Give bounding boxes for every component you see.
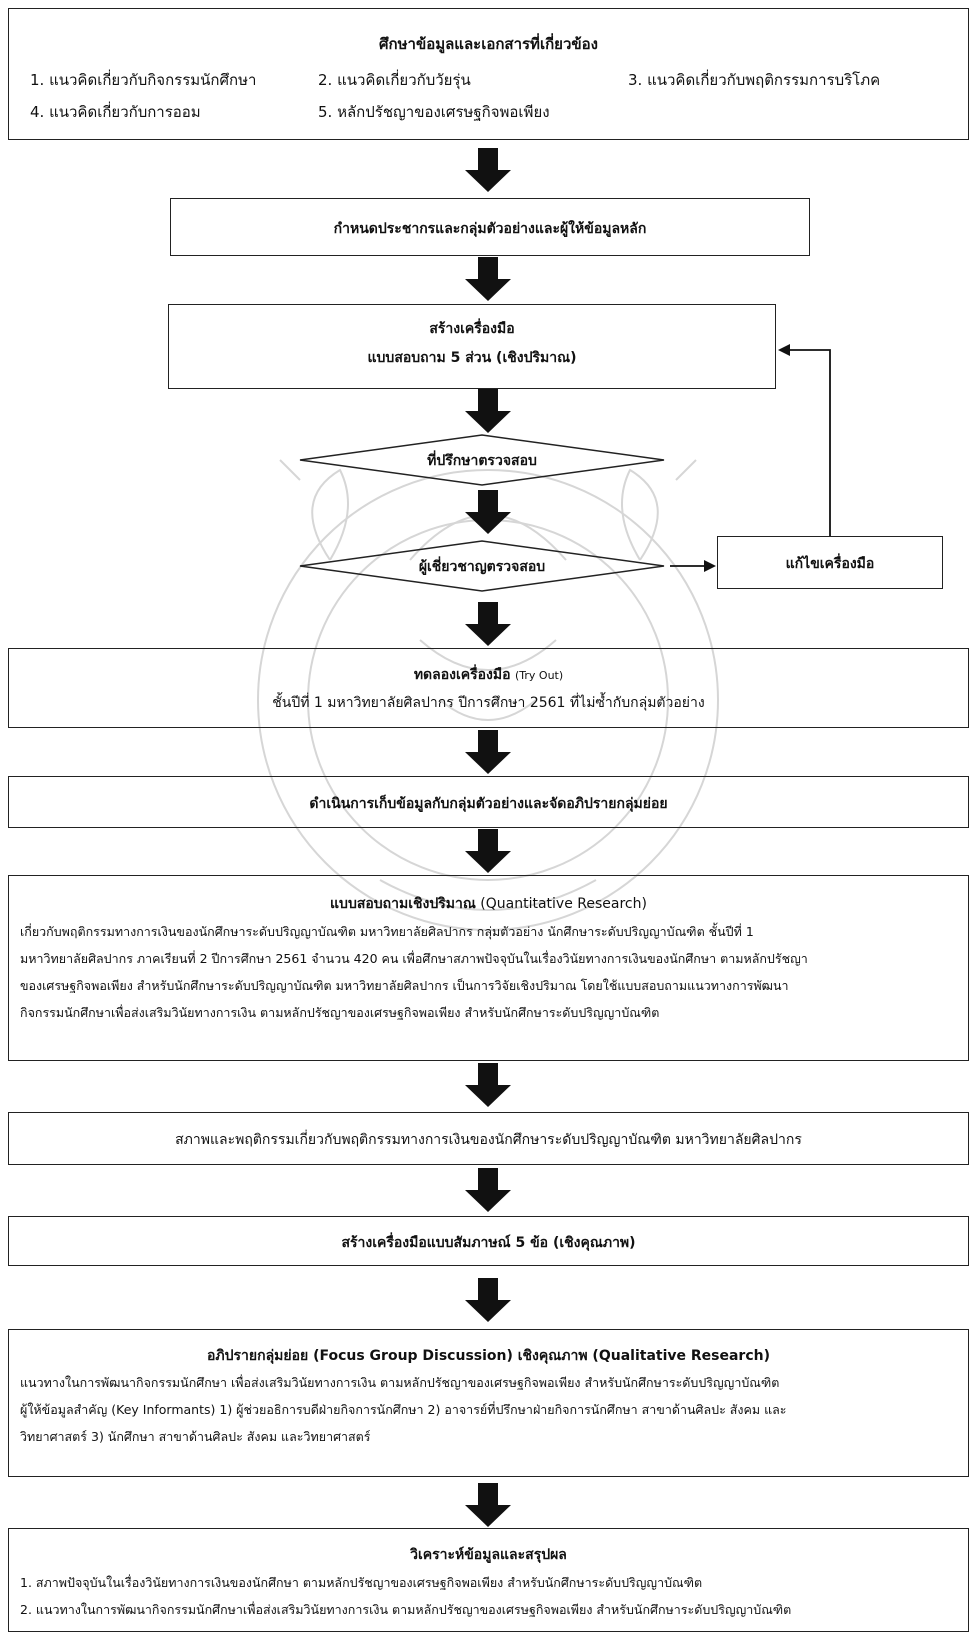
- revise-instrument-label: แก้ไขเครื่องมือ: [785, 556, 875, 572]
- arrow-down-10: [465, 1278, 511, 1322]
- interview-instrument-title: สร้างเครื่องมือแบบสัมภาษณ์ 5 ข้อ (เชิงคุ…: [341, 1235, 636, 1251]
- data-collection-box: [8, 776, 969, 828]
- try-out-box: [8, 648, 969, 728]
- arrow-down-3: [465, 389, 511, 433]
- literature-review-title: ศึกษาข้อมูลและเอกสารที่เกี่ยวข้อง: [379, 35, 598, 53]
- quantitative-line-3: ของเศรษฐกิจพอเพียง สำหรับนักศึกษาระดับปร…: [20, 978, 789, 993]
- arrow-down-8: [465, 1063, 511, 1107]
- concept-item-2: 2. แนวคิดเกี่ยวกับวัยรุ่น: [318, 71, 471, 89]
- population-sample-box: [170, 198, 810, 256]
- quantitative-line-1: เกี่ยวกับพฤติกรรมทางการเงินของนักศึกษาระ…: [20, 924, 754, 939]
- arrow-down-4: [465, 490, 511, 534]
- concept-item-1: 1. แนวคิดเกี่ยวกับกิจกรรมนักศึกษา: [30, 71, 257, 89]
- quantitative-line-4: กิจกรรมนักศึกษาเพื่อส่งเสริมวินัยทางการเ…: [20, 1005, 660, 1020]
- expert-review-label: ผู้เชี่ยวชาญตรวจสอบ: [418, 559, 546, 575]
- arrow-down-1: [465, 148, 511, 192]
- population-sample-title: กำหนดประชากรและกลุ่มตัวอย่างและผู้ให้ข้อ…: [333, 221, 647, 237]
- try-out-title-line: ทดลองเครื่องมือ (Try Out): [8, 664, 969, 686]
- arrow-down-6: [465, 730, 511, 774]
- create-instrument-box: [168, 304, 776, 389]
- analysis-conclusion-title: วิเคราะห์ข้อมูลและสรุปผล: [410, 1547, 567, 1563]
- quantitative-research-title: แบบสอบถามเชิงปริมาณ: [330, 896, 476, 912]
- focus-group-description: แนวทางในการพัฒนากิจกรรมนักศึกษา เพื่อส่ง…: [20, 1369, 960, 1450]
- revise-instrument-box: [717, 536, 943, 589]
- interview-instrument-box: [8, 1216, 969, 1266]
- advisor-review-label: ที่ปรึกษาตรวจสอบ: [427, 453, 537, 469]
- arrow-to-revise-head: [704, 560, 716, 572]
- focus-group-line-3: วิทยาศาสตร์ 3) นักศึกษา สาขาด้านศิลปะ สั…: [20, 1429, 371, 1444]
- focus-group-line-1: แนวทางในการพัฒนากิจกรรมนักศึกษา เพื่อส่ง…: [20, 1375, 780, 1390]
- feedback-loop-head: [778, 344, 790, 356]
- financial-behavior-text: สภาพและพฤติกรรมเกี่ยวกับพฤติกรรมทางการเง…: [175, 1132, 802, 1148]
- financial-behavior-box: [8, 1112, 969, 1165]
- quantitative-research-title-suffix: (Quantitative Research): [480, 896, 647, 912]
- analysis-conclusion-box: [8, 1528, 969, 1632]
- quantitative-research-title-line: แบบสอบถามเชิงปริมาณ (Quantitative Resear…: [8, 893, 969, 915]
- try-out-title-suffix: (Try Out): [514, 669, 564, 682]
- create-instrument-title: สร้างเครื่องมือ: [429, 321, 515, 337]
- expert-review-diamond: [299, 540, 665, 592]
- try-out-body: ชั้นปีที่ 1 มหาวิทยาลัยศิลปากร ปีการศึกษ…: [272, 695, 705, 711]
- concept-item-3: 3. แนวคิดเกี่ยวกับพฤติกรรมการบริโภค: [628, 71, 881, 89]
- conclusion-item-2: 2. แนวทางในการพัฒนากิจกรรมนักศึกษาเพื่อส…: [20, 1602, 792, 1617]
- try-out-title: ทดลองเครื่องมือ: [413, 667, 511, 683]
- create-instrument-subtitle: แบบสอบถาม 5 ส่วน (เชิงปริมาณ): [367, 350, 577, 366]
- arrow-down-2: [465, 257, 511, 301]
- advisor-review-diamond: [299, 434, 665, 486]
- analysis-conclusion-list: 1. สภาพปัจจุบันในเรื่องวินัยทางการเงินขอ…: [20, 1569, 960, 1623]
- concept-item-4: 4. แนวคิดเกี่ยวกับการออม: [30, 103, 201, 121]
- focus-group-title: อภิปรายกลุ่มย่อย (Focus Group Discussion…: [206, 1348, 770, 1364]
- arrow-down-5: [465, 602, 511, 646]
- literature-review-box: [8, 8, 969, 140]
- feedback-loop-line: [790, 349, 831, 536]
- concept-item-5: 5. หลักปรัชญาของเศรษฐกิจพอเพียง: [318, 103, 550, 121]
- focus-group-line-2: ผู้ให้ข้อมูลสำคัญ (Key Informants) 1) ผู…: [20, 1402, 787, 1417]
- data-collection-title: ดำเนินการเก็บข้อมูลกับกลุ่มตัวอย่างและจั…: [309, 796, 668, 812]
- quantitative-research-description: เกี่ยวกับพฤติกรรมทางการเงินของนักศึกษาระ…: [20, 918, 960, 1026]
- quantitative-research-box: [8, 875, 969, 1061]
- arrow-down-11: [465, 1483, 511, 1527]
- conclusion-item-1: 1. สภาพปัจจุบันในเรื่องวินัยทางการเงินขอ…: [20, 1575, 703, 1590]
- arrow-down-7: [465, 829, 511, 873]
- quantitative-line-2: มหาวิทยาลัยศิลปากร ภาคเรียนที่ 2 ปีการศึ…: [20, 951, 808, 966]
- arrow-down-9: [465, 1168, 511, 1212]
- focus-group-box: [8, 1329, 969, 1477]
